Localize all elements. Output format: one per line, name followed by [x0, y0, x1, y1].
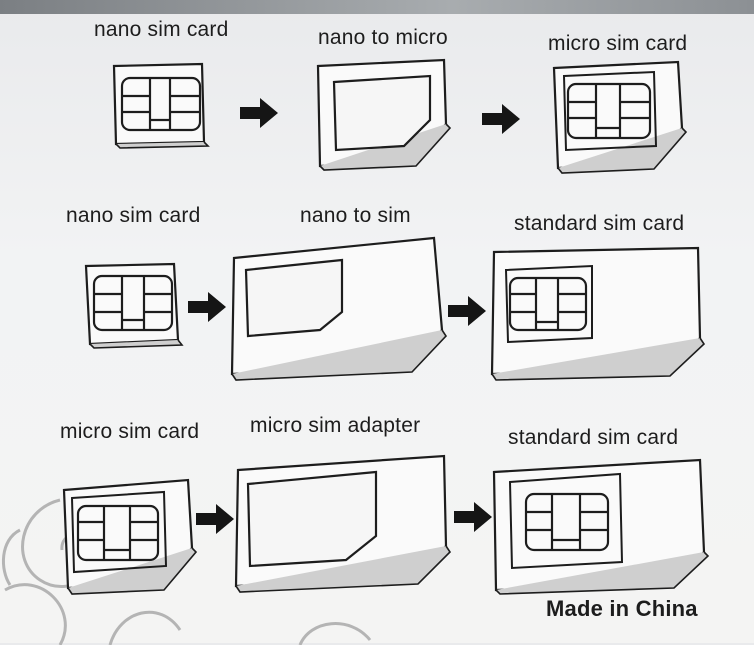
arrow-right-icon [482, 104, 520, 134]
row3-from-label: micro sim card [60, 420, 200, 443]
row1-from-label: nano sim card [94, 18, 229, 41]
row2-result-label: standard sim card [514, 212, 685, 235]
arrow-right-icon [448, 296, 486, 326]
arrow-right-icon [240, 98, 278, 128]
row2-adapter-label: nano to sim [300, 204, 411, 227]
micro-sim-adapter-icon [234, 454, 452, 593]
made-in-label: Made in China [546, 596, 698, 621]
nano-sim-icon [112, 62, 210, 149]
row1-result-label: micro sim card [548, 32, 688, 55]
standard-sim-icon [492, 458, 710, 595]
micro-sim-icon [62, 478, 198, 595]
row3-result-label: standard sim card [508, 426, 679, 449]
row3-adapter-label: micro sim adapter [250, 414, 421, 437]
nano-sim-icon [84, 262, 184, 349]
row2-from-label: nano sim card [66, 204, 201, 227]
row1-adapter-label: nano to micro [318, 26, 448, 49]
nano-to-micro-adapter-icon [316, 58, 452, 171]
arrow-right-icon [188, 292, 226, 322]
standard-sim-icon [490, 246, 706, 381]
arrow-right-icon [454, 502, 492, 532]
top-edge [0, 0, 754, 14]
micro-sim-icon [552, 60, 688, 174]
nano-to-sim-adapter-icon [230, 236, 448, 381]
arrow-right-icon [196, 504, 234, 534]
